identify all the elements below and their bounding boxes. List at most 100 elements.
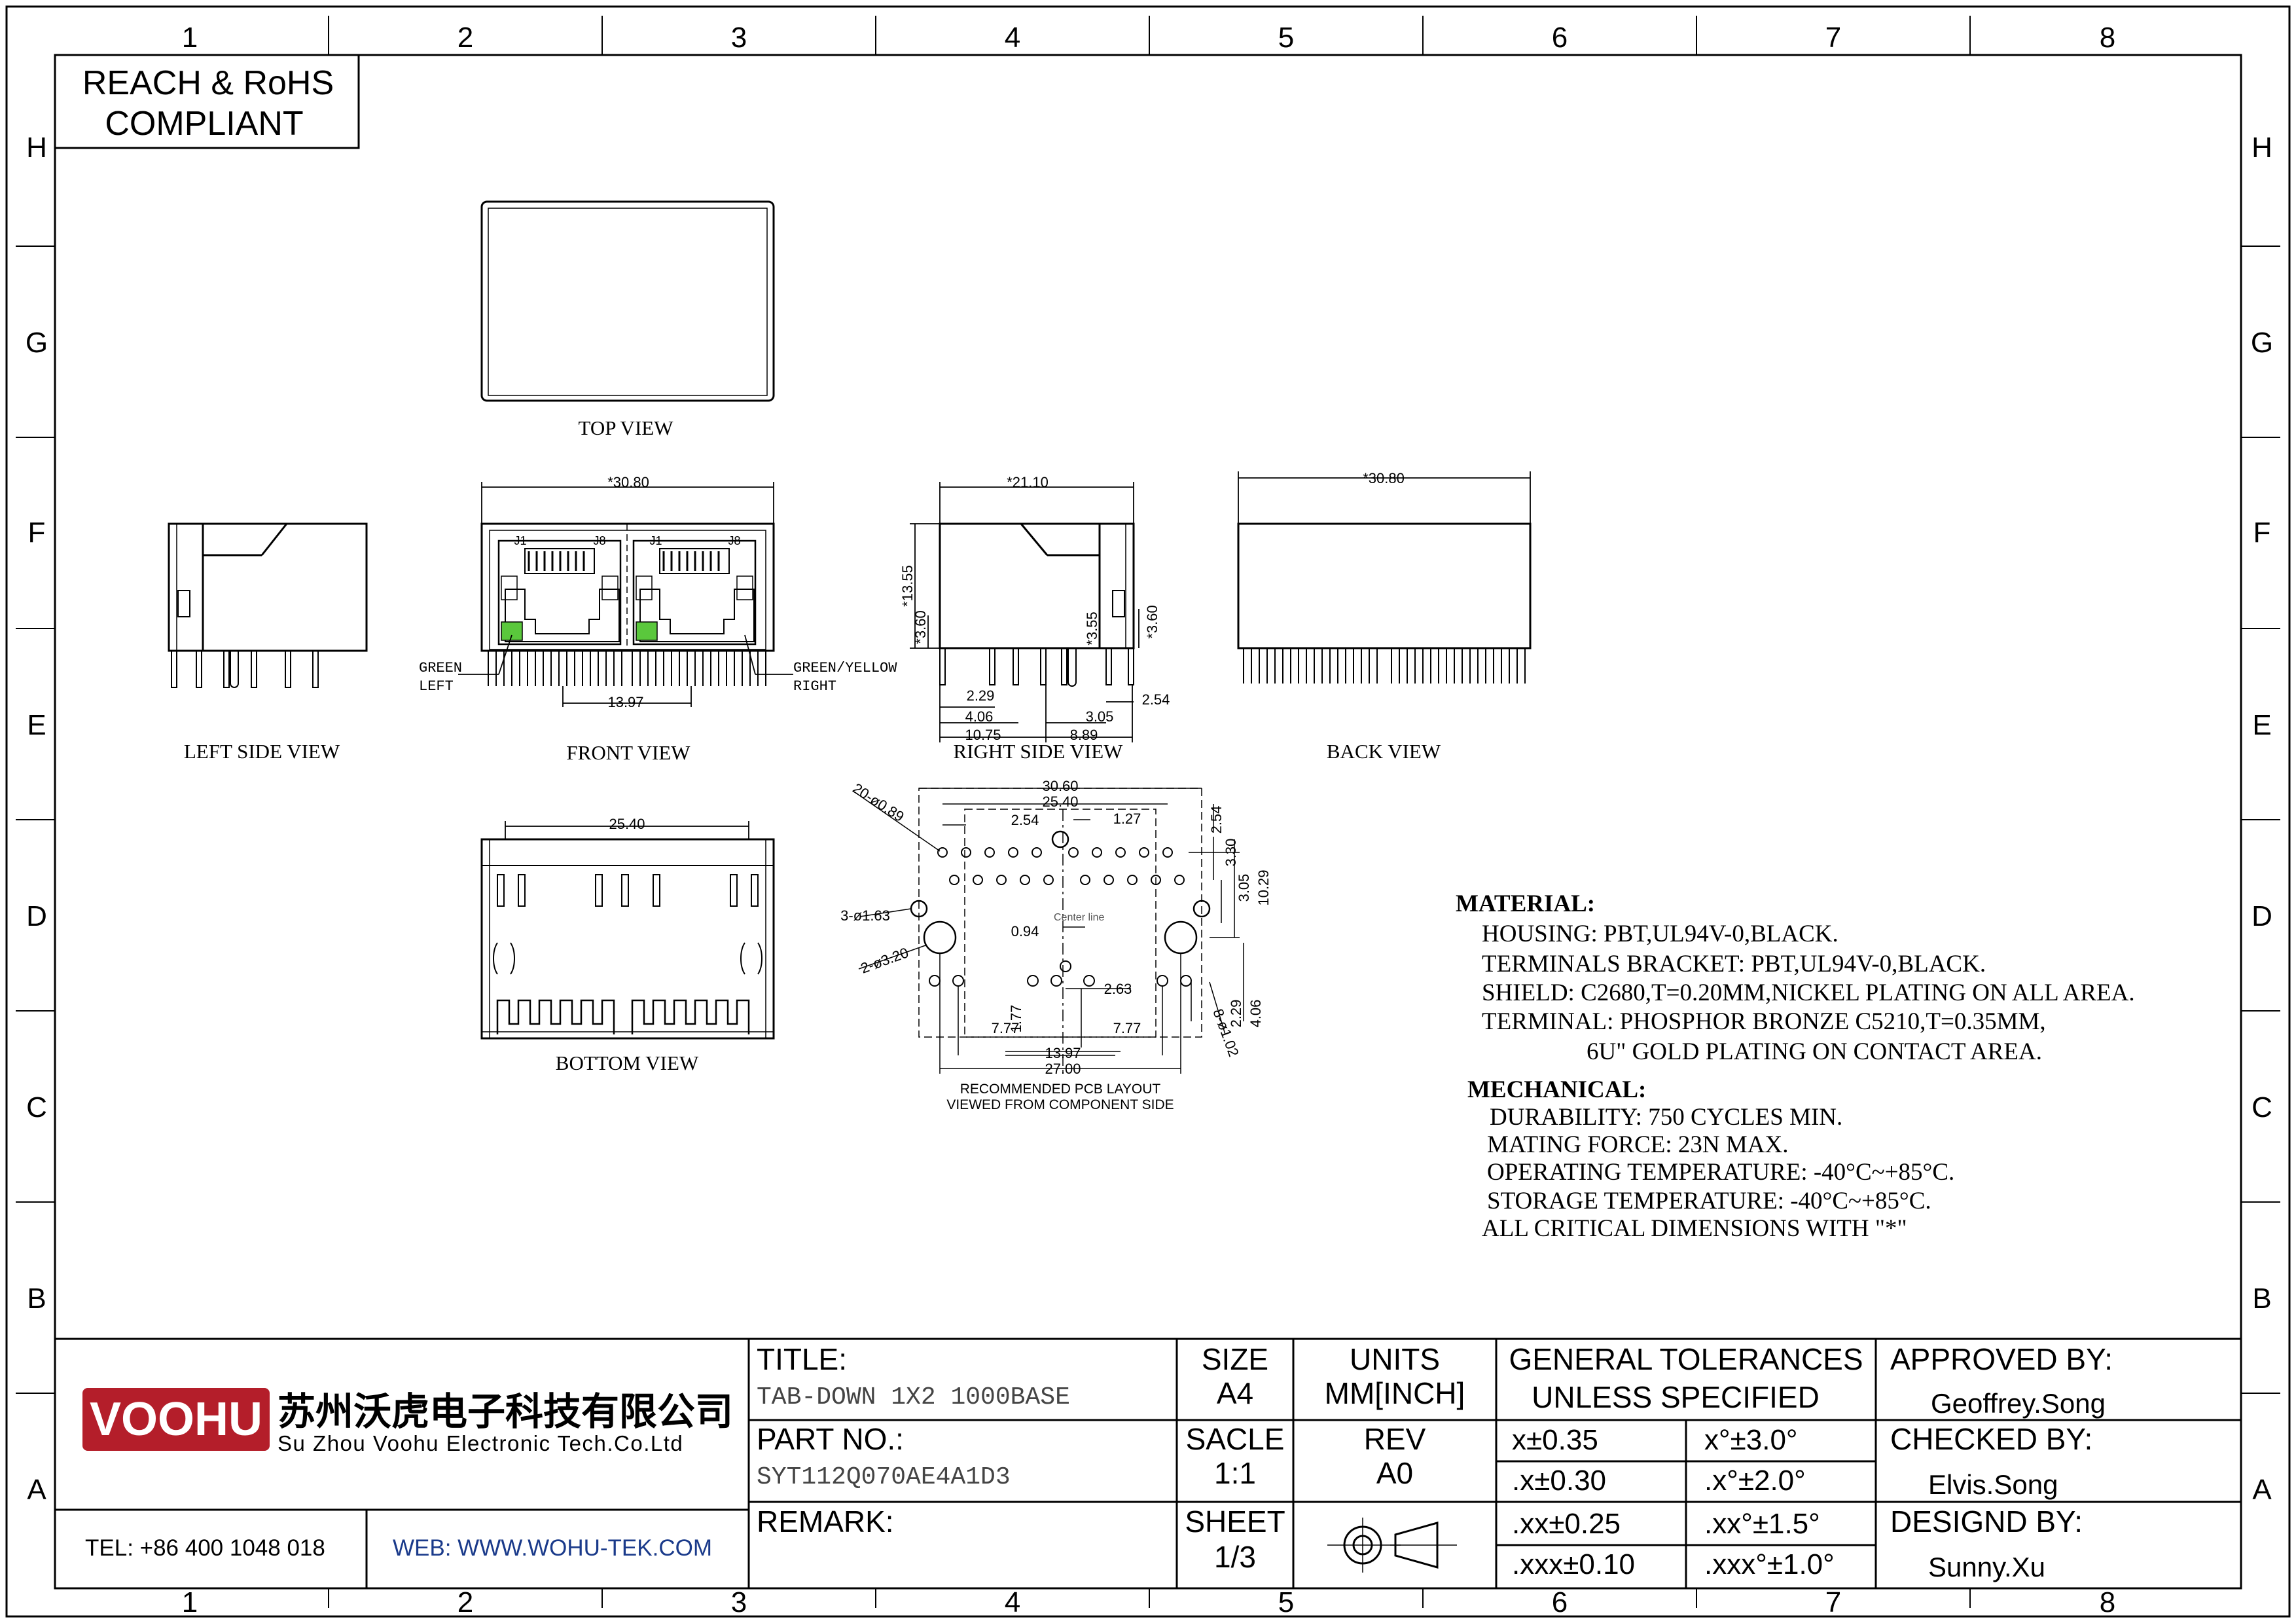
- tolerance-value: .xx°±1.5°: [1704, 1508, 1820, 1540]
- dim-pcb-254b: 2.54: [1208, 806, 1225, 834]
- dim-rs-b: *3.55: [1084, 611, 1100, 645]
- dim-pcb-3holes: 3-ø1.63: [840, 907, 890, 924]
- part-value: SYT112Q070AE4A1D3: [757, 1463, 1011, 1491]
- rev-label: REV: [1364, 1422, 1426, 1456]
- pcb-layout-caption-2: VIEWED FROM COMPONENT SIDE: [946, 1097, 1174, 1112]
- checked-value: Elvis.Song: [1928, 1469, 2058, 1500]
- material-line: 6U" GOLD PLATING ON CONTACT AREA.: [1587, 1038, 2042, 1065]
- back-view-dims: [1238, 471, 1531, 524]
- size-value: A4: [1217, 1376, 1253, 1410]
- tolerance-value: .x°±2.0°: [1704, 1465, 1806, 1497]
- company-name-en: Su Zhou Voohu Electronic Tech.Co.Ltd: [278, 1431, 683, 1455]
- front-view: [480, 522, 775, 652]
- pin-label-j8: J8: [728, 534, 740, 547]
- company-name-cn: 苏州沃虎电子科技有限公司: [278, 1391, 733, 1433]
- col-label: 5: [1278, 22, 1294, 54]
- col-label: 1: [182, 1586, 198, 1618]
- row-label: C: [26, 1091, 47, 1123]
- row-label: E: [2252, 709, 2271, 741]
- remark-label: REMARK:: [757, 1504, 894, 1539]
- contact-tel: TEL: +86 400 1048 018: [85, 1535, 325, 1561]
- dim-pcb-330: 3.30: [1223, 839, 1239, 867]
- led-right-side: RIGHT: [793, 678, 836, 695]
- dim-back-width: *30.80: [1363, 470, 1405, 486]
- tolerance-value: x±0.35: [1512, 1424, 1598, 1456]
- top-view-label: TOP VIEW: [579, 416, 674, 439]
- pcb-dims: [854, 788, 1244, 1074]
- tolerance-label-1: GENERAL TOLERANCES: [1509, 1342, 1863, 1376]
- dim-pcb-305: 3.05: [1236, 874, 1252, 902]
- dim-front-pitch: 13.97: [607, 694, 643, 710]
- contact-web[interactable]: WEB: WWW.WOHU-TEK.COM: [393, 1535, 712, 1561]
- checked-label: CHECKED BY:: [1890, 1422, 2092, 1456]
- tolerance-value: x°±3.0°: [1704, 1424, 1798, 1456]
- rev-value: A0: [1376, 1456, 1413, 1490]
- dim-rs-c: *3.60: [1144, 605, 1160, 638]
- mechanical-line: STORAGE TEMPERATURE: -40°C~+85°C.: [1487, 1188, 1931, 1214]
- front-view-contacts: [528, 551, 720, 571]
- material-line: TERMINAL: PHOSPHOR BRONZE C5210,T=0.35MM…: [1482, 1008, 2046, 1035]
- dim-pcb-2700: 27.00: [1045, 1061, 1081, 1077]
- mechanical-line: MATING FORCE: 23N MAX.: [1487, 1131, 1788, 1158]
- bottom-view: [480, 838, 775, 1040]
- pin-label-j1: J1: [649, 534, 662, 547]
- row-label: C: [2251, 1091, 2272, 1123]
- dim-rs-254: 2.54: [1142, 691, 1170, 708]
- row-label: B: [27, 1283, 46, 1315]
- dim-rs-1075: 10.75: [965, 727, 1001, 743]
- approved-label: APPROVED BY:: [1890, 1342, 2113, 1376]
- right-side-dims: [910, 482, 1139, 742]
- col-label: 7: [1825, 22, 1841, 54]
- notes: MATERIAL: HOUSING: PBT,UL94V-0,BLACK. TE…: [1456, 890, 2135, 1242]
- row-label: A: [2252, 1474, 2272, 1506]
- material-heading: MATERIAL:: [1456, 890, 1595, 917]
- back-view: [1237, 522, 1532, 649]
- back-view-label: BACK VIEW: [1327, 740, 1441, 763]
- row-label: A: [27, 1474, 46, 1506]
- dim-pcb-1029: 10.29: [1255, 869, 1272, 905]
- led-right-color: GREEN/YELLOW: [793, 660, 897, 676]
- right-side-view-label: RIGHT SIDE VIEW: [954, 740, 1124, 763]
- tolerance-value: .xxx±0.10: [1512, 1548, 1635, 1580]
- mechanical-line: ALL CRITICAL DIMENSIONS WITH "*": [1482, 1215, 1907, 1242]
- logo-text: VOOHU: [90, 1393, 262, 1446]
- row-label: H: [26, 132, 47, 164]
- col-label: 7: [1825, 1586, 1841, 1618]
- title-label: TITLE:: [757, 1342, 847, 1376]
- col-label: 4: [1005, 22, 1020, 54]
- material-line: HOUSING: PBT,UL94V-0,BLACK.: [1482, 921, 1839, 947]
- material-line: TERMINALS BRACKET: PBT,UL94V-0,BLACK.: [1482, 951, 1986, 977]
- dim-pcb-127: 1.27: [1113, 811, 1141, 827]
- sheet-frame: [5, 5, 2291, 1618]
- col-label: 5: [1278, 1586, 1294, 1618]
- mechanical-line: OPERATING TEMPERATURE: -40°C~+85°C.: [1487, 1159, 1954, 1186]
- row-label: D: [2251, 900, 2272, 932]
- left-side-view: [168, 522, 368, 688]
- design-value: Sunny.Xu: [1928, 1552, 2045, 1582]
- frame-labels: 1 2 3 4 5 6 7 8 1 2 3 4 5 6 7 8 H G F E …: [26, 22, 2273, 1618]
- tolerance-value: .x±0.30: [1512, 1465, 1606, 1497]
- left-side-view-label: LEFT SIDE VIEW: [184, 740, 340, 763]
- material-line: SHIELD: C2680,T=0.20MM,NICKEL PLATING ON…: [1482, 979, 2135, 1006]
- row-label: G: [26, 327, 48, 359]
- row-label: G: [2251, 327, 2273, 359]
- size-label: SIZE: [1202, 1342, 1268, 1376]
- units-label: UNITS: [1350, 1342, 1440, 1376]
- mechanical-line: DURABILITY: 750 CYCLES MIN.: [1490, 1104, 1842, 1131]
- pcb-holes-signal: [937, 847, 1185, 885]
- dim-pcb-177: 1.77: [1008, 1005, 1024, 1033]
- compliance-line2: COMPLIANT: [105, 105, 303, 143]
- dim-pcb-20holes: 20-ø0.89: [850, 780, 906, 825]
- dim-rs-889: 8.89: [1070, 727, 1098, 743]
- led-green-left: [501, 621, 523, 641]
- col-label: 6: [1552, 1586, 1568, 1618]
- part-label: PART NO.:: [757, 1422, 904, 1456]
- dim-pcb-1397: 13.97: [1045, 1045, 1081, 1061]
- col-label: 6: [1552, 22, 1568, 54]
- sheet-label: SHEET: [1185, 1504, 1285, 1539]
- pcb-layout-caption-1: RECOMMENDED PCB LAYOUT: [960, 1082, 1161, 1097]
- row-label: F: [2253, 517, 2271, 549]
- design-label: DESIGND BY:: [1890, 1504, 2083, 1539]
- col-label: 8: [2100, 22, 2115, 54]
